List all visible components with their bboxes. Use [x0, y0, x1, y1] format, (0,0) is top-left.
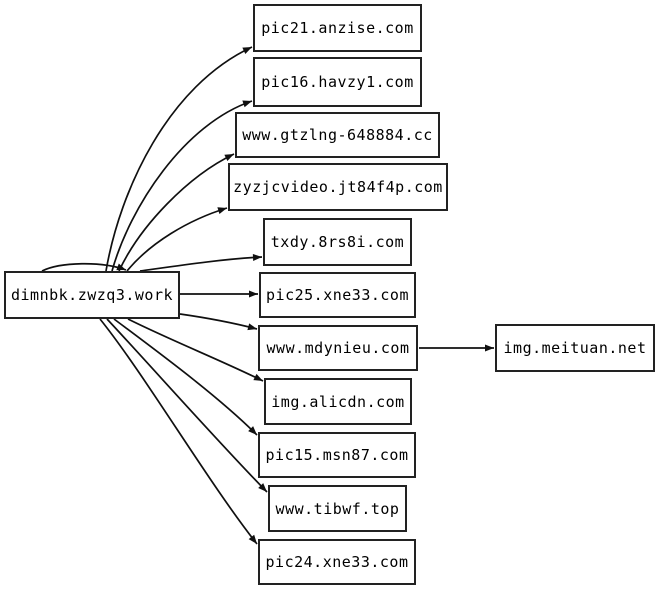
edge-group [41, 46, 494, 545]
edge-dimnbk-zwzq3-work-to-img-alicdn-com [127, 318, 264, 382]
node-img-meituan-net: img.meituan.net [495, 324, 655, 372]
node-label: www.tibwf.top [275, 499, 400, 518]
node-label: pic16.havzy1.com [261, 73, 414, 91]
edge-dimnbk-zwzq3-work-to-zyzjcvideo-jt84f4p-com [126, 207, 228, 272]
node-www-mdynieu-com: www.mdynieu.com [258, 325, 418, 371]
node-img-alicdn-com: img.alicdn.com [264, 378, 412, 425]
node-www-gtzlng-648884-cc: www.gtzlng-648884.cc [235, 112, 440, 158]
node-pic24-xne33-com: pic24.xne33.com [258, 539, 416, 585]
edge-dimnbk-zwzq3-work-to-pic21-anzise-com [105, 46, 253, 272]
node-label: pic25.xne33.com [266, 286, 409, 304]
node-txdy-8rs8i-com: txdy.8rs8i.com [263, 218, 412, 266]
node-dimnbk-zwzq3-work: dimnbk.zwzq3.work [4, 271, 180, 319]
edge-dimnbk-zwzq3-work-to-pic16-havzy1-com [111, 100, 253, 272]
node-pic25-xne33-com: pic25.xne33.com [259, 272, 416, 318]
node-label: www.mdynieu.com [266, 339, 410, 357]
node-label: www.gtzlng-648884.cc [242, 126, 433, 144]
edge-dimnbk-zwzq3-work-self [41, 262, 127, 272]
node-www-tibwf-top: www.tibwf.top [268, 485, 407, 532]
edge-dimnbk-zwzq3-work-to-www-tibwf-top [106, 318, 268, 493]
node-label: img.meituan.net [503, 339, 647, 357]
node-label: dimnbk.zwzq3.work [10, 286, 174, 304]
node-zyzjcvideo-jt84f4p-com: zyzjcvideo.jt84f4p.com [228, 163, 448, 211]
edge-dimnbk-zwzq3-work-to-www-gtzlng-648884-cc [118, 153, 235, 272]
edge-dimnbk-zwzq3-work-to-txdy-8rs8i-com [139, 253, 263, 272]
node-label: pic21.anzise.com [261, 19, 414, 37]
edge-dimnbk-zwzq3-work-to-pic15-msn87-com [113, 318, 258, 436]
node-label: txdy.8rs8i.com [270, 233, 405, 251]
node-pic21-anzise-com: pic21.anzise.com [253, 4, 422, 52]
node-label: zyzjcvideo.jt84f4p.com [233, 178, 443, 196]
edge-dimnbk-zwzq3-work-to-pic24-xne33-com [99, 318, 258, 545]
node-label: pic15.msn87.com [265, 446, 409, 464]
edge-dimnbk-zwzq3-work-to-www-mdynieu-com [179, 313, 258, 331]
node-label: img.alicdn.com [271, 392, 405, 411]
node-pic16-havzy1-com: pic16.havzy1.com [253, 57, 422, 107]
node-pic15-msn87-com: pic15.msn87.com [258, 432, 416, 478]
node-label: pic24.xne33.com [265, 553, 409, 571]
